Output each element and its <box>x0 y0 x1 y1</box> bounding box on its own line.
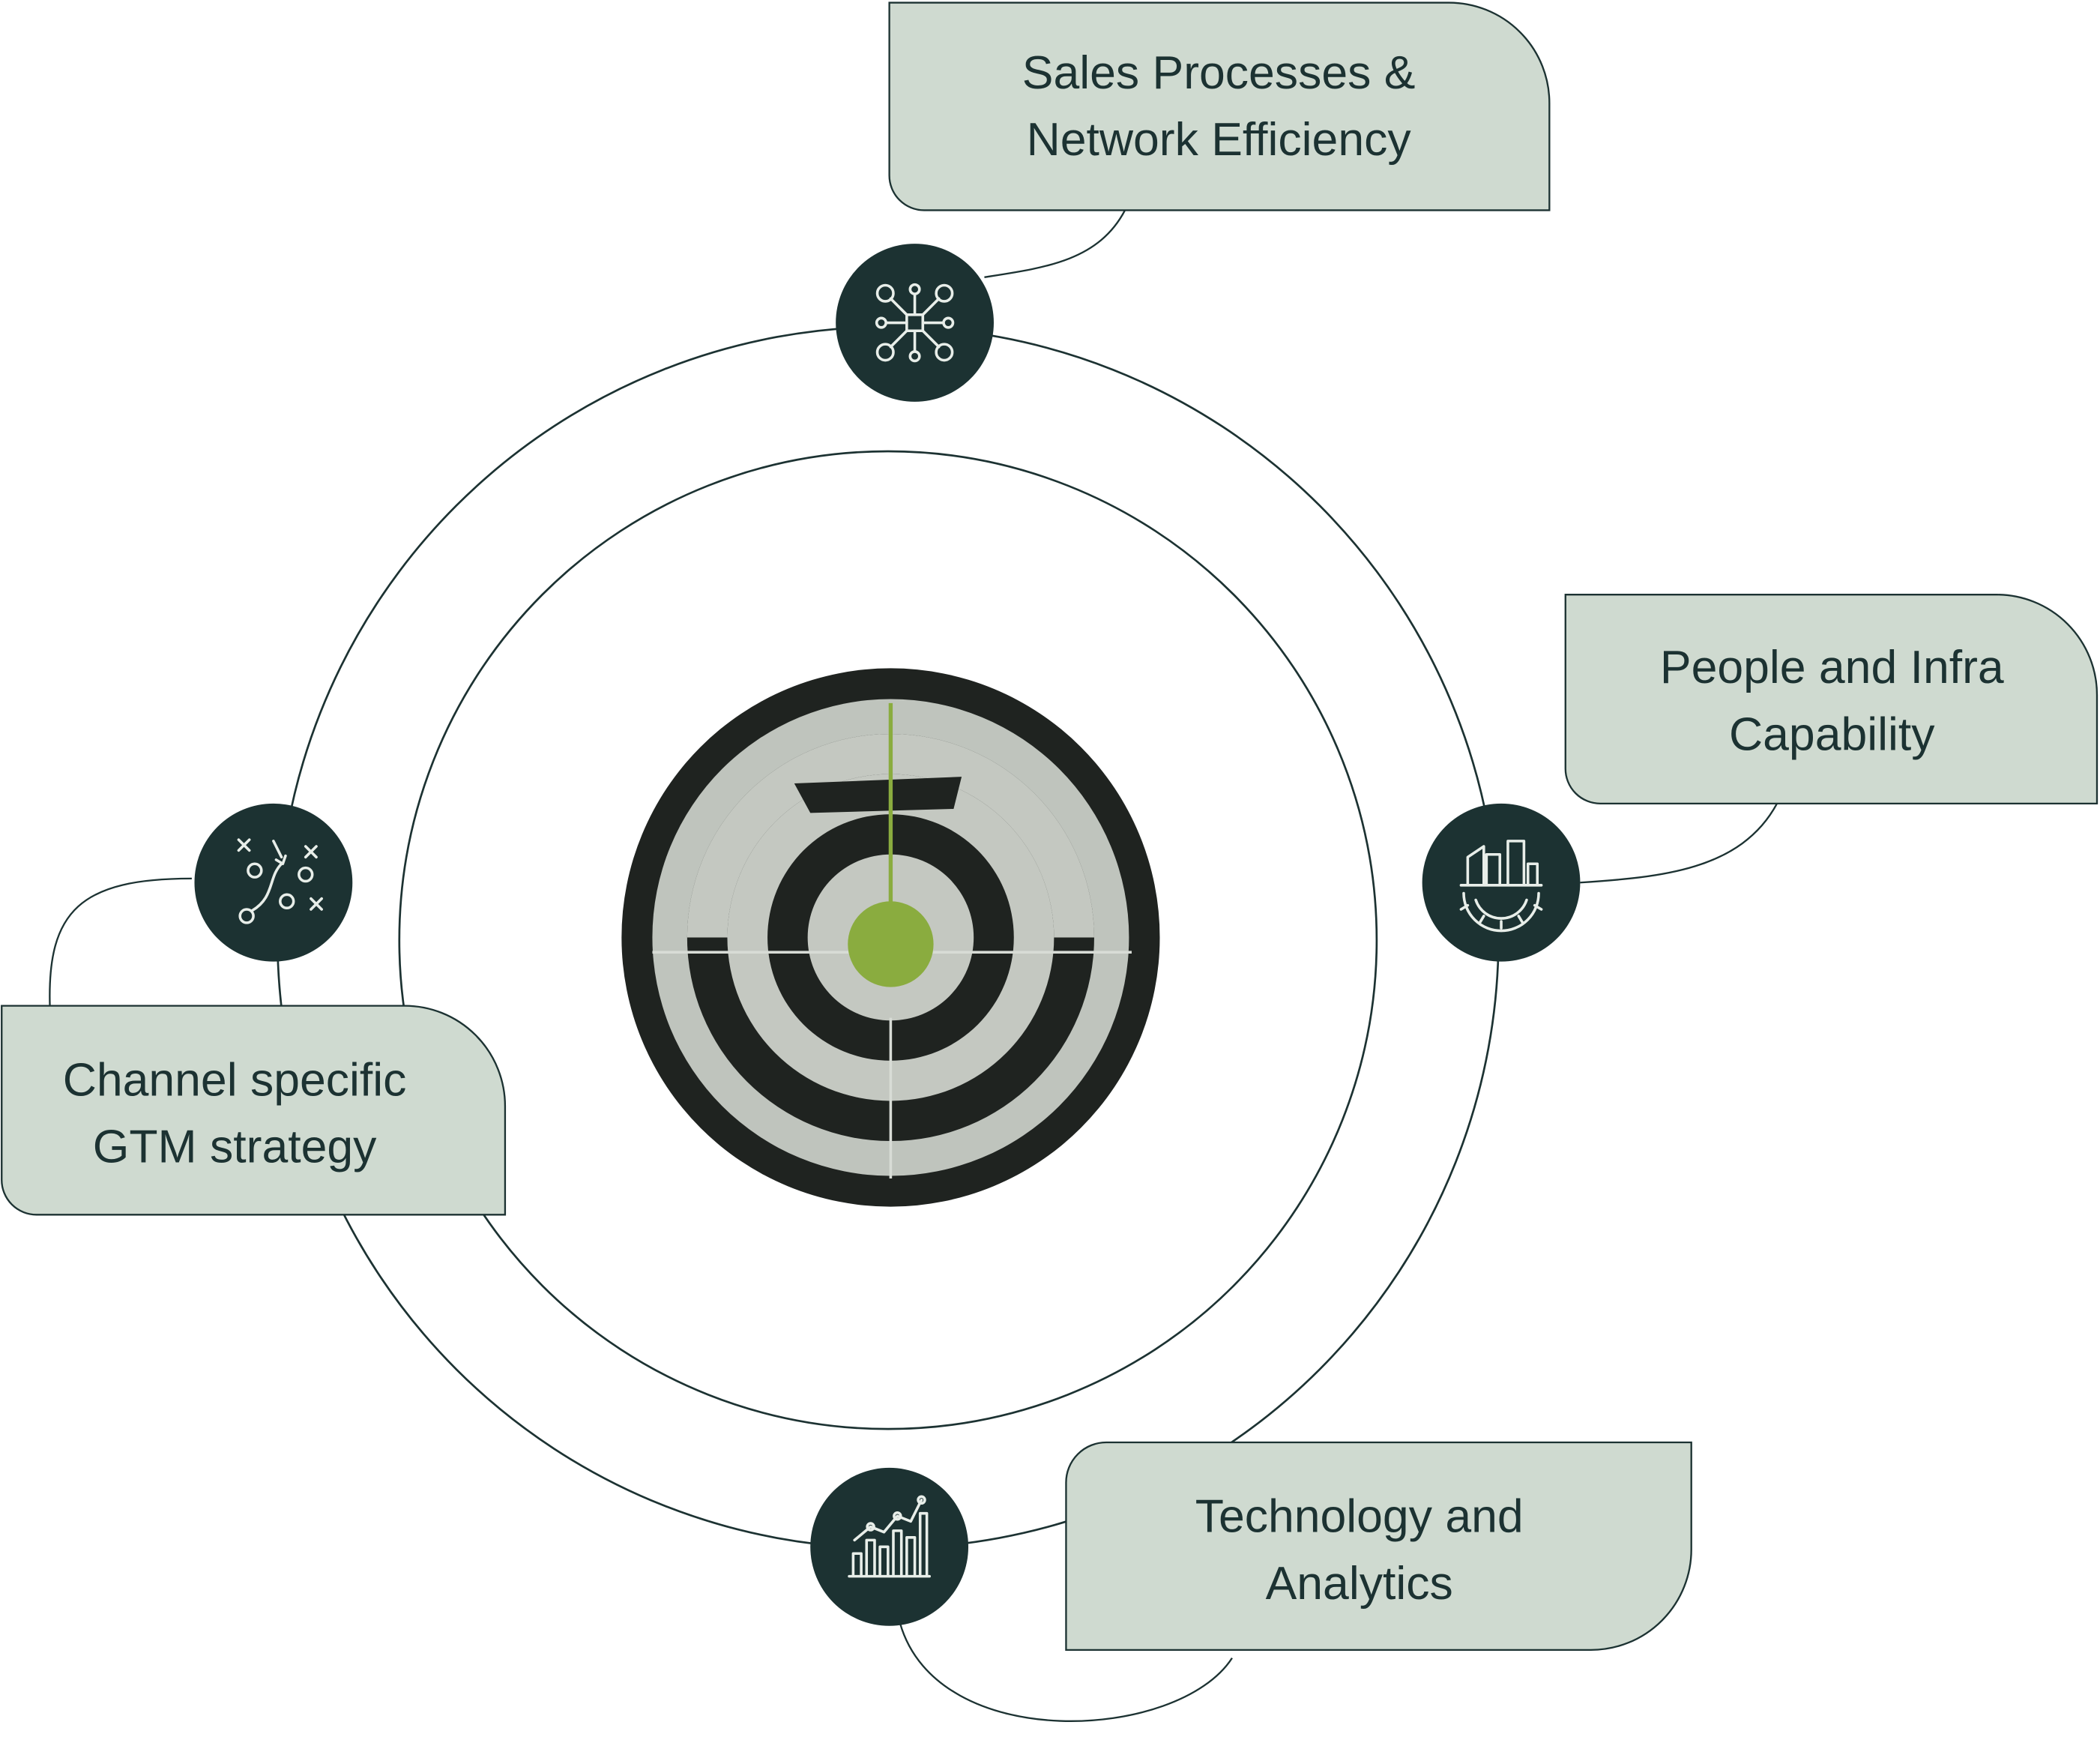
label-line-2: GTM strategy <box>93 1121 377 1173</box>
node-people-infra: People and Infra Capability <box>1422 594 2099 962</box>
label-line-2: Capability <box>1729 708 1935 760</box>
bar-chart-growth-icon <box>810 1467 969 1626</box>
node-channel-gtm: Channel specific GTM strategy <box>1 803 507 1216</box>
label-box <box>1 1005 507 1216</box>
inner-ring <box>398 450 1378 1430</box>
label-box <box>888 1 1551 211</box>
connector-tech <box>899 1622 1233 1722</box>
buildings-gear-icon <box>1422 803 1581 962</box>
label-box <box>1564 594 2099 805</box>
label-line-2: Network Efficiency <box>1027 113 1412 166</box>
target-icon <box>621 668 1160 1207</box>
node-technology-analytics: Technology and Analytics <box>810 1441 1692 1652</box>
connector-channel <box>49 877 192 1006</box>
network-hub-icon <box>836 244 994 402</box>
label-line-1: Channel specific <box>63 1053 407 1106</box>
label-line-2: Analytics <box>1266 1557 1453 1610</box>
connector-sales <box>984 209 1126 278</box>
label-box <box>1065 1441 1692 1652</box>
label-line-1: People and Infra <box>1660 641 2004 693</box>
label-line-1: Sales Processes & <box>1022 46 1416 99</box>
node-sales-processes: Sales Processes & Network Efficiency <box>836 1 1551 402</box>
strategy-play-icon <box>194 803 353 962</box>
connector-people <box>1580 803 1778 884</box>
label-line-1: Technology and <box>1195 1490 1524 1543</box>
